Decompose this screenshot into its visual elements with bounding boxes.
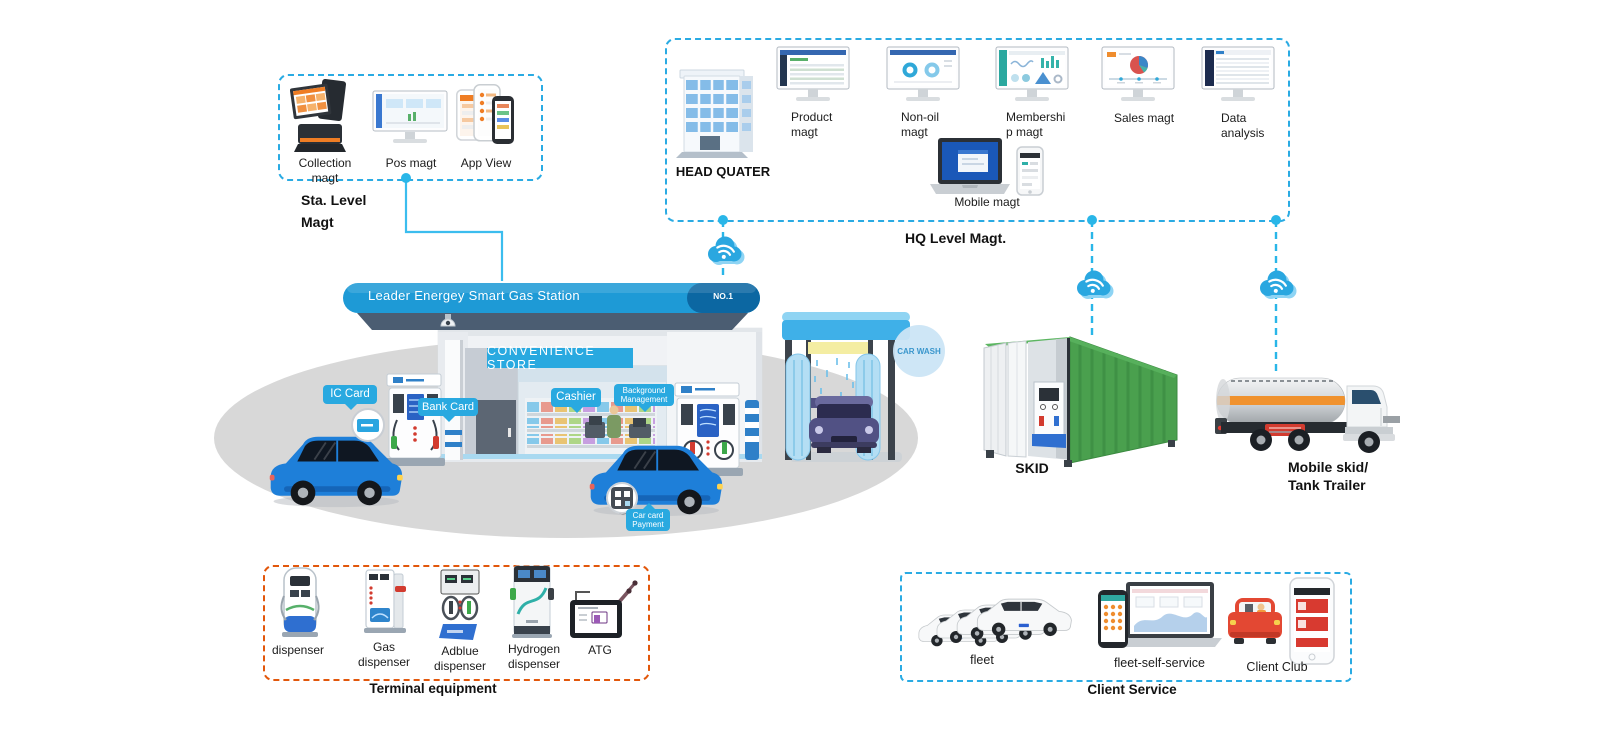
pos-terminal-icon	[290, 79, 347, 152]
client-service-title: Client Service	[1087, 682, 1177, 697]
client-club-illustration	[1228, 577, 1335, 665]
non-oil-magt-label: Non-oil magt	[901, 110, 940, 139]
gas-dispenser-label: Gas dispenser	[357, 640, 411, 669]
car-wash-badge: CAR WASH	[893, 325, 945, 377]
terminal-equipment-title: Terminal equipment	[369, 681, 497, 696]
fuel-dispenser-illustration	[385, 373, 445, 466]
mobile-phone-icon	[1016, 146, 1044, 196]
collection-magt-label: Collection magt	[298, 156, 352, 185]
car-wash-illustration	[782, 312, 910, 462]
mobile-magt-label: Mobile magt	[954, 195, 1020, 209]
laptop-icon	[930, 138, 1010, 194]
client-club-label: Client Club	[1246, 660, 1308, 674]
product-magt-label: Product magt	[791, 110, 833, 139]
client-car-illustration	[1228, 598, 1282, 644]
hydrogen-dispenser-label: Hydrogen dispenser	[507, 642, 561, 671]
cashier-callout: Cashier	[551, 388, 601, 413]
headquarters-label: HEAD QUATER	[675, 164, 771, 179]
fleet-label: fleet	[970, 653, 994, 667]
headquarters-building-icon	[676, 69, 753, 158]
sales-magt-monitor-icon	[1101, 46, 1175, 101]
sales-magt-label: Sales magt	[1114, 111, 1175, 125]
mobile-skid-label: Mobile skid/ Tank Trailer	[1288, 459, 1369, 494]
fleet-self-service-illustration	[1098, 582, 1222, 648]
terminal-equipment-box	[263, 565, 650, 681]
card-reader-magnifier-icon	[351, 408, 385, 442]
background-management-callout: Background Management	[614, 384, 674, 412]
ic-card-callout: IC Card	[323, 385, 377, 410]
canopy-illustration	[343, 283, 760, 330]
cctv-camera-icon	[440, 314, 456, 327]
non-oil-magt-monitor-icon	[886, 46, 960, 101]
atg-label: ATG	[588, 643, 612, 657]
membership-magt-label: Membershi p magt	[1006, 110, 1066, 139]
skid-label: SKID	[1015, 460, 1049, 476]
tank-trailer-illustration	[1215, 377, 1400, 453]
car-card-payment-callout: Car card Payment	[626, 503, 670, 531]
wifi-cloud-icon	[708, 236, 745, 265]
skid-dispenser-illustration	[1032, 381, 1066, 448]
atg-icon	[570, 580, 638, 638]
convenience-store-banner: CONVENIENCE STORE	[487, 344, 633, 372]
mobile-apps-icon	[456, 84, 514, 144]
pos-magt-label: Pos magt	[385, 156, 437, 170]
sta-level-title: Sta. Level Magt	[301, 192, 367, 231]
dispenser-label: dispenser	[271, 643, 325, 657]
adblue-dispenser-icon	[439, 569, 480, 640]
dispenser-icon	[280, 567, 320, 637]
adblue-dispenser-label: Adblue dispenser	[433, 644, 487, 673]
pos-monitor-icon	[372, 90, 448, 143]
hq-level-title: HQ Level Magt.	[905, 230, 1007, 246]
fleet-self-service-label: fleet-self-service	[1114, 656, 1205, 670]
canopy-title: Leader Energey Smart Gas Station	[368, 288, 580, 303]
hq-level-box	[665, 38, 1290, 222]
wifi-cloud-icon	[1077, 270, 1114, 299]
hydrogen-dispenser-icon	[510, 565, 554, 638]
qr-pay-magnifier-icon	[606, 482, 638, 514]
wifi-cloud-icon	[1260, 270, 1297, 299]
bank-card-callout: Bank Card	[418, 398, 478, 422]
membership-magt-monitor-icon	[995, 46, 1069, 101]
canopy-badge: NO.1	[713, 291, 733, 301]
data-analysis-label: Data analysis	[1221, 111, 1265, 140]
fuel-dispenser-double-illustration	[673, 382, 743, 476]
skid-container-illustration	[983, 336, 1178, 467]
washed-car-illustration	[809, 396, 879, 453]
product-magt-monitor-icon	[776, 46, 850, 101]
app-view-label: App View	[460, 156, 512, 170]
gas-dispenser-icon	[364, 569, 406, 633]
data-analysis-monitor-icon	[1201, 46, 1275, 101]
client-service-box	[900, 572, 1352, 682]
